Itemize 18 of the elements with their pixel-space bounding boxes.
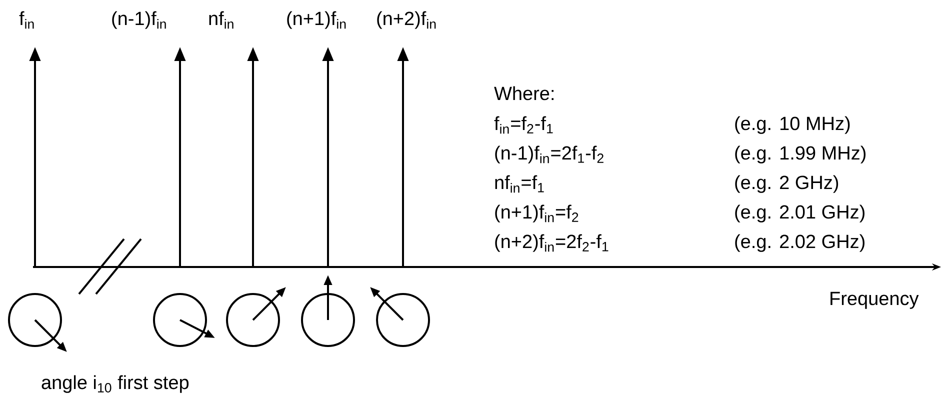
line-label: f$_{in}$ (19, 11, 34, 29)
example-value: (e.g. 2 GHz) (735, 175, 838, 193)
line-label: (n+1)f$_{in}$ (287, 11, 346, 29)
example-value: (e.g. 2.02 GHz) (735, 234, 864, 252)
line-label: (n+2)f$_{in}$ (377, 11, 436, 29)
line-label: nf$_{in}$ (209, 11, 234, 29)
equation-text: (n+2)f$_{in}$=2f$_{2}$-f$_{1}$ (495, 234, 608, 252)
equation-text: f$_{in}$=f$_{2}$-f$_{1}$ (494, 116, 553, 134)
example-value: (e.g. 1.99 MHz) (735, 146, 866, 164)
caption-text: angle i$_{10}$ first step (42, 375, 189, 393)
example-value: (e.g. 2.01 GHz) (735, 204, 864, 222)
equation-text: nf$_{in}$=f$_{1}$ (495, 175, 544, 193)
equation-text: (n+1)f$_{in}$=f$_{2}$ (495, 204, 578, 222)
line-label: (n-1)f$_{in}$ (112, 11, 166, 29)
example-value: (e.g. 10 MHz) (735, 116, 850, 134)
legend-heading: Where: (494, 86, 554, 100)
equation-text: (n-1)f$_{in}$=2f$_{1}$-f$_{2}$ (495, 146, 604, 164)
axis-label: Frequency (830, 292, 919, 309)
